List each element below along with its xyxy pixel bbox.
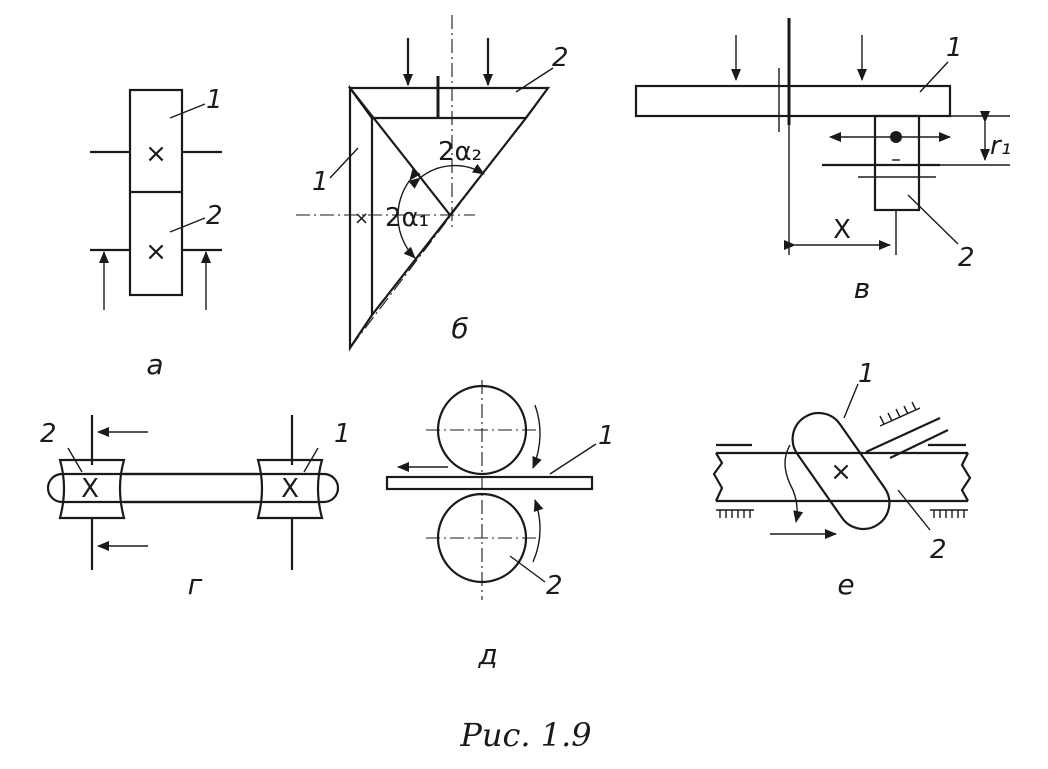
figure-caption: Рис. 1.9 <box>459 716 591 754</box>
r1-label: r₁ <box>990 131 1011 161</box>
svg-text:×: × <box>354 208 369 229</box>
rotation-arrow <box>784 444 804 523</box>
part-2 <box>347 86 551 120</box>
angle-label-2: 2α₂ <box>438 137 482 167</box>
svg-text:X: X <box>81 474 99 504</box>
axis-cross-2: × <box>145 237 167 267</box>
panel-letter-b: б <box>451 312 468 345</box>
panel-b: 2α₂ 2α₁ × 1 2 б <box>296 15 569 352</box>
label-2: 2 <box>40 419 57 449</box>
svg-text:×: × <box>830 457 852 487</box>
label-2: 2 <box>958 243 975 273</box>
svg-text:X: X <box>281 474 299 504</box>
panel-letter-a: а <box>146 348 163 381</box>
angle-arc-2 <box>408 163 485 189</box>
angle-arc-1 <box>397 168 421 259</box>
label-1: 1 <box>334 419 351 449</box>
rotation-arrow-top <box>532 404 542 469</box>
roller-2 <box>873 114 921 212</box>
panel-letter-d: д <box>477 638 497 671</box>
panel-letter-e: е <box>837 568 854 601</box>
label-1: 1 <box>946 33 963 63</box>
strip-1 <box>385 475 594 491</box>
x-label: X <box>833 215 851 245</box>
panel-letter-v: в <box>854 272 871 305</box>
label-2: 2 <box>206 201 223 231</box>
disc-1 <box>634 84 952 118</box>
roller-1 <box>256 458 324 520</box>
label-2: 2 <box>930 535 947 565</box>
panel-d: 1 2 д <box>385 380 615 671</box>
panel-a: × × 1 2 а <box>90 85 223 381</box>
support-hatch-right <box>930 509 968 518</box>
contact-point <box>890 131 902 143</box>
label-2: 2 <box>552 43 569 73</box>
angle-label-1: 2α₁ <box>385 203 429 233</box>
panel-g: X X 2 1 г <box>40 415 351 601</box>
label-1: 1 <box>206 85 223 115</box>
roller-2 <box>58 458 126 520</box>
label-1: 1 <box>312 167 329 197</box>
label-1: 1 <box>858 359 875 389</box>
axis-cross-1: × <box>145 139 167 169</box>
support-hatch-left <box>716 509 754 518</box>
label-1: 1 <box>598 421 615 451</box>
label-2: 2 <box>546 571 563 601</box>
guide-hatch <box>879 401 921 427</box>
rotation-arrow-bottom <box>532 499 544 563</box>
panel-v: r₁ X 1 2 в <box>634 18 1011 305</box>
roller-1 <box>791 411 891 531</box>
panel-letter-g: г <box>188 568 203 601</box>
panel-e: × 1 2 е <box>712 359 972 601</box>
